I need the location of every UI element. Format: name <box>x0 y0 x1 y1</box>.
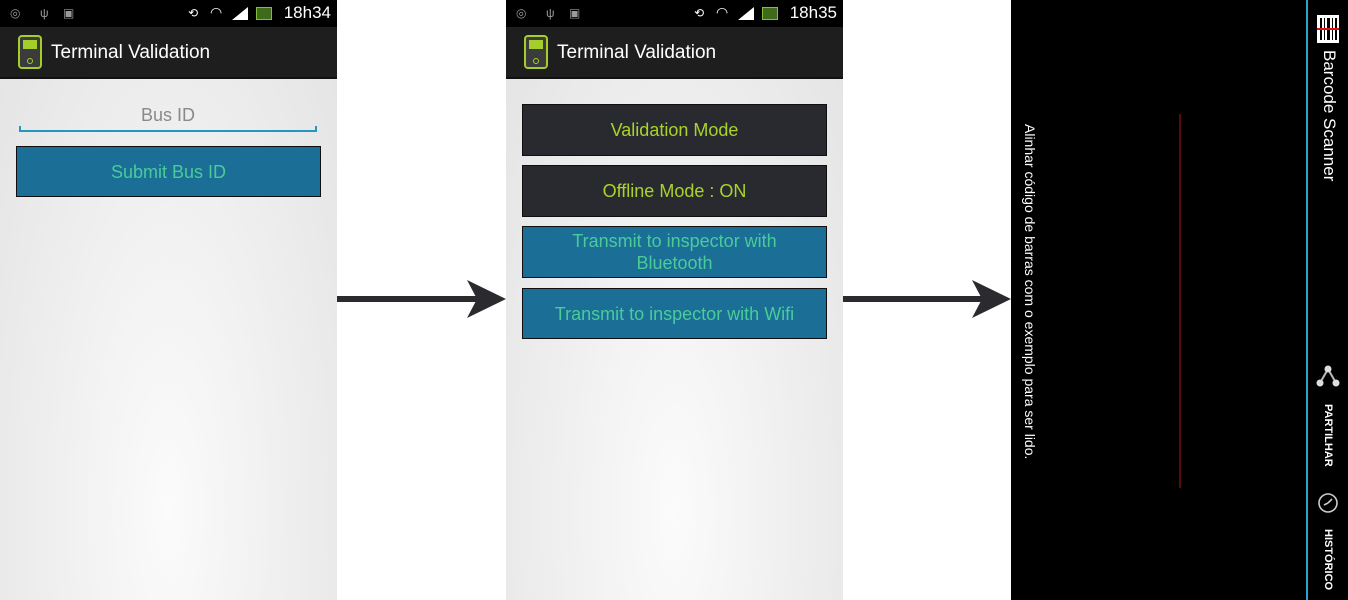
mode-select-screen: ◎ ψ ▣ ⟲ ◠ 18h35 Terminal Validation Vali… <box>506 0 843 600</box>
rotate-icon: ⟲ <box>188 6 199 20</box>
barcode-scanner-screen: Alinhar código de barras com o exemplo p… <box>1011 0 1348 600</box>
wifi-icon: ◠ <box>716 4 729 20</box>
bus-id-placeholder: Bus ID <box>140 105 196 125</box>
scan-hint: Alinhar código de barras com o exemplo p… <box>1019 124 1039 484</box>
arrow-right-icon <box>337 280 506 318</box>
share-icon[interactable] <box>1316 364 1340 388</box>
bus-id-screen: ◎ ψ ▣ ⟲ ◠ 18h34 Terminal Validation Bus … <box>0 0 337 600</box>
battery-icon <box>762 7 778 20</box>
submit-bus-id-button[interactable]: Submit Bus ID <box>16 146 321 197</box>
scanner-title: Barcode Scanner <box>1320 50 1339 182</box>
wifi-icon: ◠ <box>210 4 223 20</box>
share-label[interactable]: PARTILHAR <box>1322 404 1334 467</box>
offline-mode-toggle[interactable]: Offline Mode : ON <box>522 165 827 217</box>
usb-icon: ψ <box>40 6 49 20</box>
terminal-app-icon[interactable] <box>524 35 548 69</box>
status-time: 18h35 <box>789 3 837 22</box>
android-icon: ▣ <box>569 6 581 20</box>
status-bar: ◎ ψ ▣ ⟲ ◠ 18h34 <box>0 0 337 27</box>
rotate-icon: ⟲ <box>694 6 705 20</box>
history-label[interactable]: HISTÓRICO <box>1322 529 1334 591</box>
status-time: 18h34 <box>283 3 331 22</box>
battery-icon <box>256 7 272 20</box>
arrow-right-icon <box>843 280 1011 318</box>
terminal-app-icon[interactable] <box>18 35 42 69</box>
bus-id-input[interactable]: Bus ID <box>19 100 317 132</box>
android-icon: ▣ <box>63 6 75 20</box>
usb-icon: ψ <box>546 6 555 20</box>
app-title: Terminal Validation <box>51 42 211 63</box>
validation-mode-button[interactable]: Validation Mode <box>522 104 827 156</box>
transmit-wifi-button[interactable]: Transmit to inspector with Wifi <box>522 288 827 339</box>
app-title: Terminal Validation <box>557 42 717 63</box>
signal-icon <box>232 7 248 20</box>
scan-hint-text: Alinhar código de barras com o exemplo p… <box>1022 124 1038 460</box>
signal-icon <box>738 7 754 20</box>
scanner-side-panel: Barcode Scanner PARTILHAR HISTÓRICO <box>1306 0 1348 600</box>
device-icon: ◎ <box>10 6 21 20</box>
status-bar: ◎ ψ ▣ ⟲ ◠ 18h35 <box>506 0 843 27</box>
action-bar: Terminal Validation <box>0 27 337 79</box>
barcode-icon <box>1317 15 1339 43</box>
history-icon[interactable] <box>1317 492 1339 514</box>
scan-laser-line <box>1179 114 1181 488</box>
device-icon: ◎ <box>516 6 527 20</box>
action-bar: Terminal Validation <box>506 27 843 79</box>
transmit-bluetooth-button[interactable]: Transmit to inspector with Bluetooth <box>522 226 827 278</box>
